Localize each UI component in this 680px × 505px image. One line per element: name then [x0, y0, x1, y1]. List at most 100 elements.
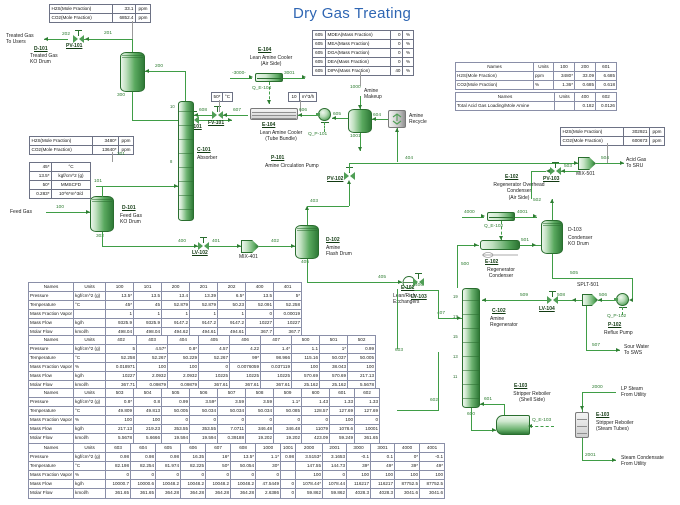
arrow-pv102 [346, 180, 351, 184]
arrow-502 [549, 199, 554, 203]
table-row: 50*MMSCFD [29, 180, 91, 190]
arrow-405 [398, 279, 402, 284]
pv-103-valve[interactable] [550, 162, 561, 175]
line-200 [145, 71, 185, 72]
stream-label-302: 302 [96, 234, 105, 239]
line-600 [471, 408, 472, 430]
q-e-104-duty-line [269, 82, 270, 104]
stream-label-508: 508 [557, 293, 566, 298]
feed-conditions-box: 45*°C 13.5*kgf/cm^2 (g) 50*MMSCFD 0.283*… [29, 162, 91, 199]
lv-104-tag: LV-104 [539, 306, 555, 312]
line-507h [586, 350, 620, 351]
table-row: Mass Flow kg/h 9325.9 9325.9 9147.2 9147… [27, 318, 303, 329]
arrow-600 [492, 427, 496, 432]
mix-501-body[interactable] [578, 157, 596, 170]
stream-label-301: 301 [117, 152, 126, 157]
line-404-riser [349, 163, 350, 172]
e-102-tag: E-102 [485, 259, 499, 265]
arrow-301a [228, 117, 232, 122]
d-101-treated-gas-ko-drum-vessel[interactable] [120, 52, 145, 92]
amine-makeup-mixer-vessel[interactable] [348, 109, 372, 133]
lv-103-valve[interactable] [413, 273, 424, 286]
stream-table-block-3: Names Units 503 504 505 506 507 508 509 … [27, 387, 381, 444]
stream-label-507: 507 [592, 343, 601, 348]
arrow-1001 [357, 147, 362, 151]
line-300 [132, 92, 133, 120]
arrow-q-e-104 [266, 100, 271, 104]
d-103-condenser-ko-drum-vessel[interactable] [541, 220, 563, 254]
summary-table-1: Names Units 100 200 601 H2S(Mole Fractio… [455, 61, 617, 91]
stream-label-3000: -3000- [232, 71, 246, 76]
c-101-absorber-column[interactable] [178, 101, 194, 221]
stream-table-block-1: Names Units 100 101 200 201 202 400 401 … [27, 281, 303, 338]
feed-spec-leader [112, 152, 113, 162]
line-4001 [515, 216, 537, 218]
table-row: CO2(Mole Fraction)13640*ppm [29, 145, 134, 155]
arrow-607 [223, 112, 227, 117]
stream-label-606: 606 [299, 108, 308, 113]
arrow-508 [572, 297, 576, 302]
p-101-pump-body[interactable] [316, 108, 332, 123]
lv-104-valve[interactable] [547, 291, 558, 304]
e-102-condenser-body[interactable] [480, 240, 520, 250]
lv-102-valve[interactable] [198, 237, 209, 250]
d-101-feed-gas-ko-drum-vessel[interactable] [90, 196, 114, 232]
flash-drum-internals [295, 225, 319, 233]
stream-label-200: 200 [155, 64, 164, 69]
line-607 [223, 115, 248, 116]
stream-grid-1: Names Units 100 101 200 201 202 400 401 … [27, 281, 303, 338]
line-608a [194, 115, 212, 116]
e-103-shell-body[interactable] [496, 415, 530, 435]
temp-callout-leader [219, 100, 220, 112]
line-3001 [283, 77, 305, 79]
stream-label-2000: 2000 [592, 385, 603, 390]
arrow-302 [194, 243, 198, 248]
e-104-air-cooler-body[interactable] [255, 73, 283, 82]
table-row: Temperature °C 45* 45 52.879 52.879 50.2… [27, 300, 303, 311]
arrow-402 [291, 243, 295, 248]
mix-401-body[interactable] [241, 240, 259, 253]
arrow-503a [546, 168, 550, 173]
p-102-reflux-pump-body[interactable] [614, 293, 630, 308]
line-605 [332, 118, 348, 119]
line-500-riser [457, 245, 458, 288]
splt-501-body[interactable] [582, 294, 598, 306]
e-103-steam-tubes-body[interactable] [575, 412, 589, 438]
c-102-amine-regenerator-column[interactable] [462, 288, 480, 408]
arrow-101 [174, 183, 178, 188]
line-502 [552, 199, 553, 220]
pv-101-valve[interactable] [73, 30, 84, 43]
line-600h [471, 430, 496, 431]
stream-label-407: 407 [437, 311, 446, 316]
arrow-401 [237, 243, 241, 248]
stream-label-603: 603 [395, 348, 404, 353]
table-header-row: Names Units 603 604 605 606 607 608 1000… [27, 442, 446, 454]
mix-401-tag: MIX-401 [239, 254, 258, 260]
fv-101-valve[interactable] [212, 106, 223, 119]
e-104-tube-bundle-body[interactable] [250, 108, 298, 120]
table-row: Pressure kgf/cm^2 (g) 13.5* 13.5 13.4 13… [27, 291, 303, 302]
e-102-air-cooler-body[interactable] [487, 212, 515, 221]
arrow-100 [86, 209, 90, 214]
e-103-shell-desc: Stripper Reboiler(Shell Side) [513, 391, 551, 404]
q-p-101-duty-line [324, 122, 325, 132]
arrow-403 [304, 206, 309, 210]
line-302h [102, 246, 202, 247]
arrow-q-e-103 [528, 423, 532, 428]
stream-table-block-2: Names Units 402 403 404 405 406 407 500 … [27, 334, 377, 391]
line-406h [412, 290, 438, 291]
pv-102-valve[interactable] [344, 167, 355, 180]
lv-103-tag: LV-103 [411, 294, 427, 300]
